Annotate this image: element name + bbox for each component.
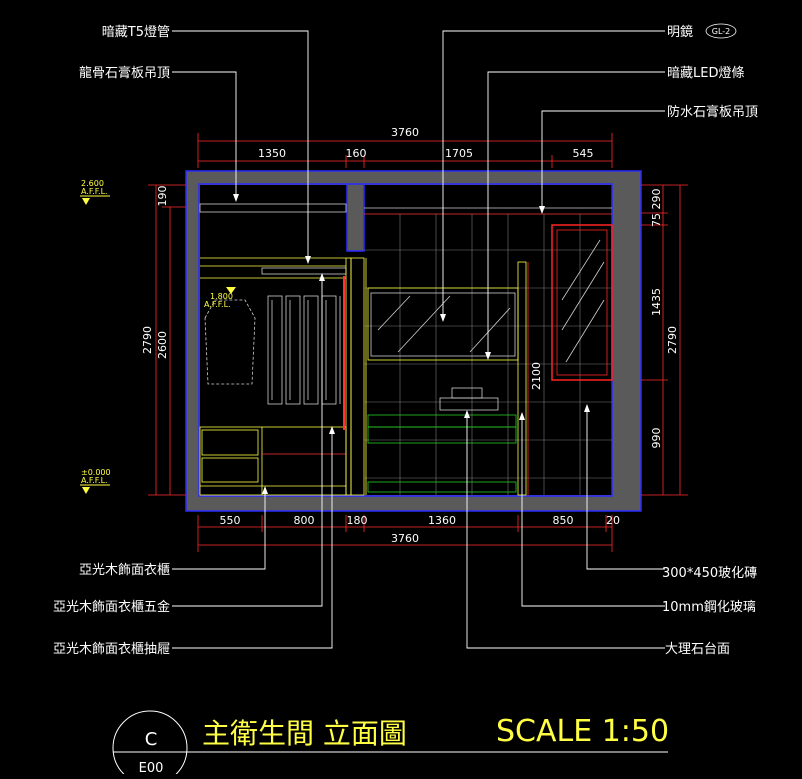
callout-led-strip: 暗藏LED燈條	[667, 66, 744, 81]
structure-walls	[186, 171, 641, 511]
callout-wardrobe-drawer: 亞光木飾面衣櫃抽屜	[53, 641, 170, 657]
dim-top-2: 160	[346, 147, 367, 160]
callout-gypsum-ceiling: 龍骨石膏板吊頂	[79, 65, 170, 81]
section-letter: C	[145, 729, 158, 750]
callout-wardrobe-hardware: 亞光木飾面衣櫃五金	[53, 599, 170, 615]
partition-column	[347, 185, 364, 251]
dim-bottom-6: 20	[606, 514, 620, 527]
dim-right-4: 990	[650, 428, 663, 449]
dim-glass-height: 2100	[530, 362, 543, 390]
drawing-title: 主衛生間 立面圖	[202, 717, 407, 750]
leader-lines	[172, 30, 665, 649]
level-floor-value: ±0.000	[81, 468, 111, 477]
dimension-text: 3760 1350 160 1705 545 550 800 180 1360 …	[141, 126, 679, 545]
dim-bottom-1: 550	[220, 514, 241, 527]
wall-left	[186, 171, 200, 511]
dim-right-3: 1435	[650, 288, 663, 316]
dim-right-1: 290	[650, 189, 663, 210]
callout-tile: 300*450玻化磚	[662, 566, 757, 581]
dim-top-1: 1350	[258, 147, 286, 160]
callout-marble-counter: 大理石台面	[665, 642, 730, 657]
dim-right-2: 75	[650, 213, 663, 227]
dim-right-total: 2790	[666, 326, 679, 354]
dim-top-4: 545	[573, 147, 594, 160]
dim-top-total: 3760	[391, 126, 419, 139]
dim-left-outer: 2790	[141, 326, 154, 354]
level-floor-label: A.F.F.L.	[81, 476, 108, 485]
callout-labels-left: 暗藏T5燈管 龍骨石膏板吊頂 亞光木飾面衣櫃 亞光木飾面衣櫃五金 亞光木飾面衣櫃…	[53, 25, 170, 657]
slab-top	[186, 171, 641, 185]
leader-arrows	[233, 194, 590, 494]
gl2-tag-outline	[705, 23, 737, 39]
section-circle	[112, 710, 188, 779]
dim-bottom-2: 800	[294, 514, 315, 527]
callout-wardrobe: 亞光木飾面衣櫃	[79, 562, 170, 578]
level-floor-triangle	[82, 487, 90, 494]
dim-left-top: 190	[156, 186, 169, 207]
callout-tempered-glass: 10mm鋼化玻璃	[662, 600, 756, 615]
dim-left-inner: 2600	[156, 331, 169, 359]
dim-bottom-5: 850	[553, 514, 574, 527]
dim-bottom-4: 1360	[428, 514, 456, 527]
dimensions	[148, 133, 688, 552]
wardrobe	[199, 203, 365, 496]
callout-mirror: 明鏡	[667, 25, 693, 40]
callout-t5-tube: 暗藏T5燈管	[102, 25, 170, 40]
dim-top-3: 1705	[445, 147, 473, 160]
callout-labels-right: 明鏡 GL-2 暗藏LED燈條 防水石膏板吊頂 300*450玻化磚 10mm鋼…	[662, 23, 758, 657]
level-ceiling-label: A.F.F.L.	[81, 187, 108, 196]
section-code: E00	[139, 761, 164, 774]
level-markers: 2.600 A.F.F.L. 1.800 A.F.F.L. ±0.000 A.F…	[80, 179, 236, 494]
callout-waterproof-ceiling: 防水石膏板吊頂	[667, 104, 758, 120]
level-rod-label: A.F.F.L.	[204, 300, 231, 309]
outline-blue	[185, 170, 642, 512]
dim-bottom-total: 3760	[391, 532, 419, 545]
dim-bottom-3: 180	[347, 514, 368, 527]
wall-right	[612, 171, 641, 511]
drawing-scale: SCALE 1:50	[496, 714, 669, 749]
title-block: C E00 主衛生間 立面圖 SCALE 1:50	[112, 710, 669, 779]
level-rod-triangle	[226, 287, 236, 294]
level-ceiling-triangle	[82, 198, 90, 205]
slab-bottom	[186, 495, 641, 511]
level-ceiling-value: 2.600	[81, 179, 104, 188]
level-rod-value: 1.800	[210, 292, 233, 301]
gl2-tag: GL-2	[712, 27, 731, 36]
